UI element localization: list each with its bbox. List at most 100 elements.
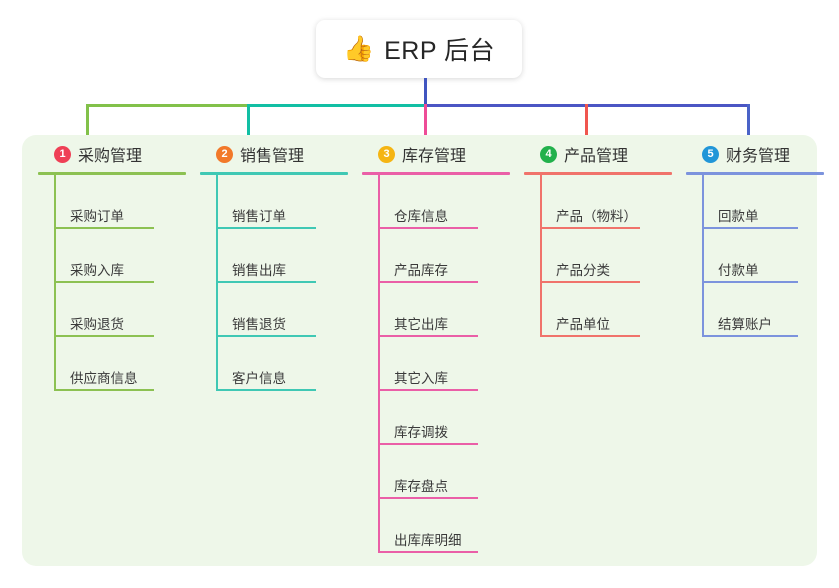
branch-item[interactable]: 销售退货	[216, 283, 350, 337]
branch-item-rule	[378, 335, 478, 337]
branch-item-label: 仓库信息	[394, 209, 448, 224]
branch-spine-3	[378, 175, 380, 553]
branch-badge-3: 3	[378, 145, 395, 163]
branch-header-rule-2	[200, 172, 348, 175]
branch-header-4[interactable]: 4 产品管理	[524, 141, 674, 167]
branch-title-1: 采购管理	[78, 148, 143, 165]
branch-item[interactable]: 销售出库	[216, 229, 350, 283]
branch-item-label: 回款单	[718, 209, 759, 224]
branch-item-label: 产品单位	[556, 317, 610, 332]
branch-badge-2: 2	[216, 145, 233, 163]
root-node[interactable]: 👍 ERP 后台	[316, 20, 522, 78]
branch-column-2: 2 销售管理销售订单销售出库销售退货客户信息	[200, 141, 350, 391]
branch-items-4: 产品（物料） 产品分类产品单位	[524, 175, 674, 337]
branch-badge-4: 4	[540, 145, 557, 163]
branch-item[interactable]: 供应商信息	[54, 337, 188, 391]
branch-items-1: 采购订单采购入库采购退货供应商信息	[38, 175, 188, 391]
branch-item-rule	[54, 389, 154, 391]
branch-item-label: 库存调拨	[394, 425, 448, 440]
branch-item-rule	[702, 335, 798, 337]
branch-item-label: 付款单	[718, 263, 759, 278]
branch-item[interactable]: 客户信息	[216, 337, 350, 391]
branch-item-label: 采购入库	[70, 263, 124, 278]
branch-item[interactable]: 其它入库	[378, 337, 512, 391]
branch-header-5[interactable]: 5 财务管理	[686, 141, 826, 167]
branch-item-label: 销售订单	[232, 209, 286, 224]
branch-column-4: 4 产品管理产品（物料） 产品分类产品单位	[524, 141, 674, 337]
branch-item-rule	[216, 281, 316, 283]
branch-item[interactable]: 付款单	[702, 229, 826, 283]
branch-column-5: 5 财务管理回款单付款单结算账户	[686, 141, 826, 337]
branch-item-label: 产品库存	[394, 263, 448, 278]
branch-item-label: 销售出库	[232, 263, 286, 278]
branch-item-label: 销售退货	[232, 317, 286, 332]
branch-item[interactable]: 销售订单	[216, 175, 350, 229]
branch-item[interactable]: 产品（物料）	[540, 175, 674, 229]
branch-column-1: 1 采购管理采购订单采购入库采购退货供应商信息	[38, 141, 188, 391]
root-stem	[424, 78, 427, 107]
branch-item-rule	[216, 389, 316, 391]
branch-item-label: 采购订单	[70, 209, 124, 224]
branch-item-label: 采购退货	[70, 317, 124, 332]
branch-item-rule	[216, 227, 316, 229]
branch-item[interactable]: 产品分类	[540, 229, 674, 283]
branch-item-label: 客户信息	[232, 371, 286, 386]
branch-item-rule	[378, 443, 478, 445]
branch-item[interactable]: 产品单位	[540, 283, 674, 337]
branch-item-rule	[54, 335, 154, 337]
bus-segment-teal	[247, 104, 426, 107]
branch-spine-2	[216, 175, 218, 391]
branch-item-label: 产品分类	[556, 263, 610, 278]
branch-items-2: 销售订单销售出库销售退货客户信息	[200, 175, 350, 391]
branch-item-label: 产品（物料）	[556, 209, 637, 224]
branch-item-rule	[540, 227, 640, 229]
branch-item-rule	[540, 335, 640, 337]
branch-header-rule-4	[524, 172, 672, 175]
branch-column-3: 3 库存管理仓库信息产品库存其它出库其它入库库存调拨库存盘点出库库明细	[362, 141, 512, 553]
branch-spine-5	[702, 175, 704, 337]
branch-item[interactable]: 产品库存	[378, 229, 512, 283]
branch-header-3[interactable]: 3 库存管理	[362, 141, 512, 167]
branch-item-rule	[378, 389, 478, 391]
branch-item-rule	[54, 227, 154, 229]
branch-item[interactable]: 采购订单	[54, 175, 188, 229]
branch-item-rule	[540, 281, 640, 283]
branch-item-rule	[378, 497, 478, 499]
branch-item-label: 其它入库	[394, 371, 448, 386]
branch-title-3: 库存管理	[402, 148, 467, 165]
branch-items-5: 回款单付款单结算账户	[686, 175, 826, 337]
branch-header-2[interactable]: 2 销售管理	[200, 141, 350, 167]
branch-title-5: 财务管理	[726, 148, 791, 165]
branch-header-rule-3	[362, 172, 510, 175]
branch-item[interactable]: 库存调拨	[378, 391, 512, 445]
branch-item-rule	[378, 551, 478, 553]
branch-badge-5: 5	[702, 145, 719, 163]
branch-spine-1	[54, 175, 56, 391]
branch-item[interactable]: 采购入库	[54, 229, 188, 283]
branch-item[interactable]: 仓库信息	[378, 175, 512, 229]
branch-item-rule	[378, 281, 478, 283]
branch-item-rule	[702, 281, 798, 283]
branch-items-3: 仓库信息产品库存其它出库其它入库库存调拨库存盘点出库库明细	[362, 175, 512, 553]
branch-item[interactable]: 回款单	[702, 175, 826, 229]
branch-item-rule	[216, 335, 316, 337]
branch-item[interactable]: 其它出库	[378, 283, 512, 337]
branch-item-label: 其它出库	[394, 317, 448, 332]
branch-item-label: 库存盘点	[394, 479, 448, 494]
branch-header-rule-1	[38, 172, 186, 175]
branch-header-1[interactable]: 1 采购管理	[38, 141, 188, 167]
branch-item-rule	[378, 227, 478, 229]
branch-badge-1: 1	[54, 145, 71, 163]
branch-title-4: 产品管理	[564, 148, 629, 165]
branch-item[interactable]: 库存盘点	[378, 445, 512, 499]
root-title: ERP 后台	[384, 37, 496, 65]
branch-item-label: 供应商信息	[70, 371, 138, 386]
branch-item[interactable]: 采购退货	[54, 283, 188, 337]
branch-title-2: 销售管理	[240, 148, 305, 165]
branch-item[interactable]: 出库库明细	[378, 499, 512, 553]
branch-item-rule	[702, 227, 798, 229]
branch-item[interactable]: 结算账户	[702, 283, 826, 337]
thumbs-up-icon: 👍	[342, 34, 375, 63]
branch-item-label: 结算账户	[718, 317, 772, 332]
